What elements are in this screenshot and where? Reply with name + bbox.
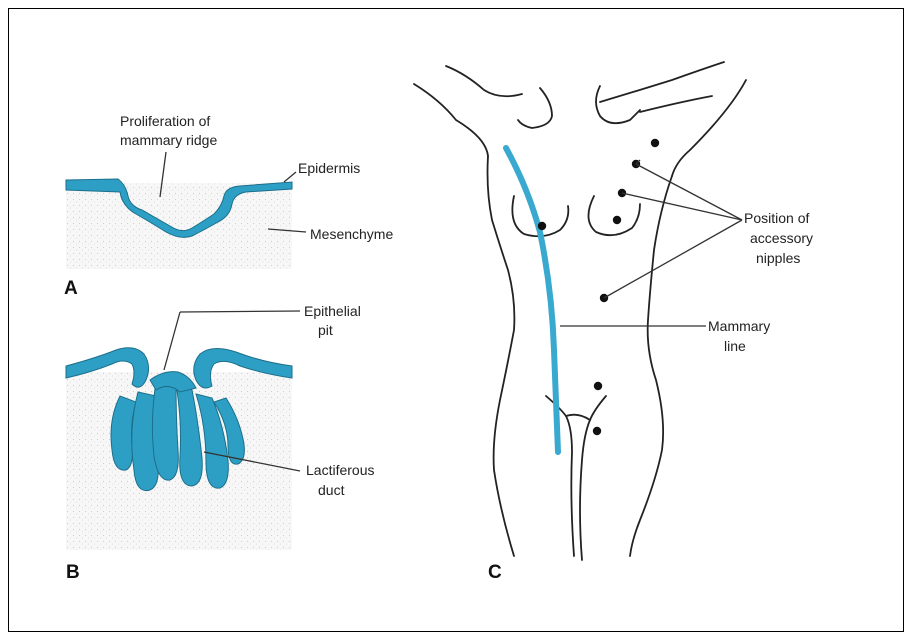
panel-b-letter: B <box>66 562 80 583</box>
panel-a: Proliferation of mammary ridge Epidermis… <box>64 113 393 299</box>
panel-a-proliferation-label-line2: mammary ridge <box>120 132 217 148</box>
panel-b-lactiferous-duct-label-line1: Lactiferous <box>306 462 374 478</box>
panel-a-proliferation-label-line1: Proliferation of <box>120 113 210 129</box>
panel-c-accessory-leaders <box>604 160 742 298</box>
panel-c-mammary-line-label-line1: Mammary <box>708 318 770 334</box>
panel-c-accessory-label-line3: nipples <box>756 250 800 266</box>
nipple-dot <box>538 222 546 230</box>
accessory-nipple-dot <box>593 427 601 435</box>
panel-a-letter: A <box>64 278 78 299</box>
panel-c-letter: C <box>488 562 502 583</box>
panel-a-mesenchyme-tissue <box>66 183 292 269</box>
panel-b: Epithelial pit Lactiferous duct B <box>66 303 374 583</box>
panel-c: Position of accessory nipples Mammary li… <box>414 62 813 583</box>
panel-c-body-outline <box>414 62 746 560</box>
panel-c-accessory-label-line1: Position of <box>744 210 809 226</box>
panel-c-mammary-line-label-line2: line <box>724 338 746 354</box>
panel-b-epithelial-pit-label-line1: Epithelial <box>304 303 361 319</box>
panel-a-epidermis-label: Epidermis <box>298 160 360 176</box>
nipple-dot <box>613 216 621 224</box>
panel-a-epidermis-leader <box>284 172 296 182</box>
panel-b-lactiferous-duct-label-line2: duct <box>318 482 345 498</box>
panel-c-accessory-label-line2: accessory <box>750 230 813 246</box>
accessory-nipple-dot <box>651 139 659 147</box>
accessory-nipple-dot <box>594 382 602 390</box>
panel-a-mesenchyme-label: Mesenchyme <box>310 226 393 242</box>
panel-b-epithelial-pit-label-line2: pit <box>318 322 333 338</box>
panel-b-epithelial-pit-leader-top <box>180 311 300 312</box>
panel-b-epithelial-pit-leader <box>164 312 180 370</box>
